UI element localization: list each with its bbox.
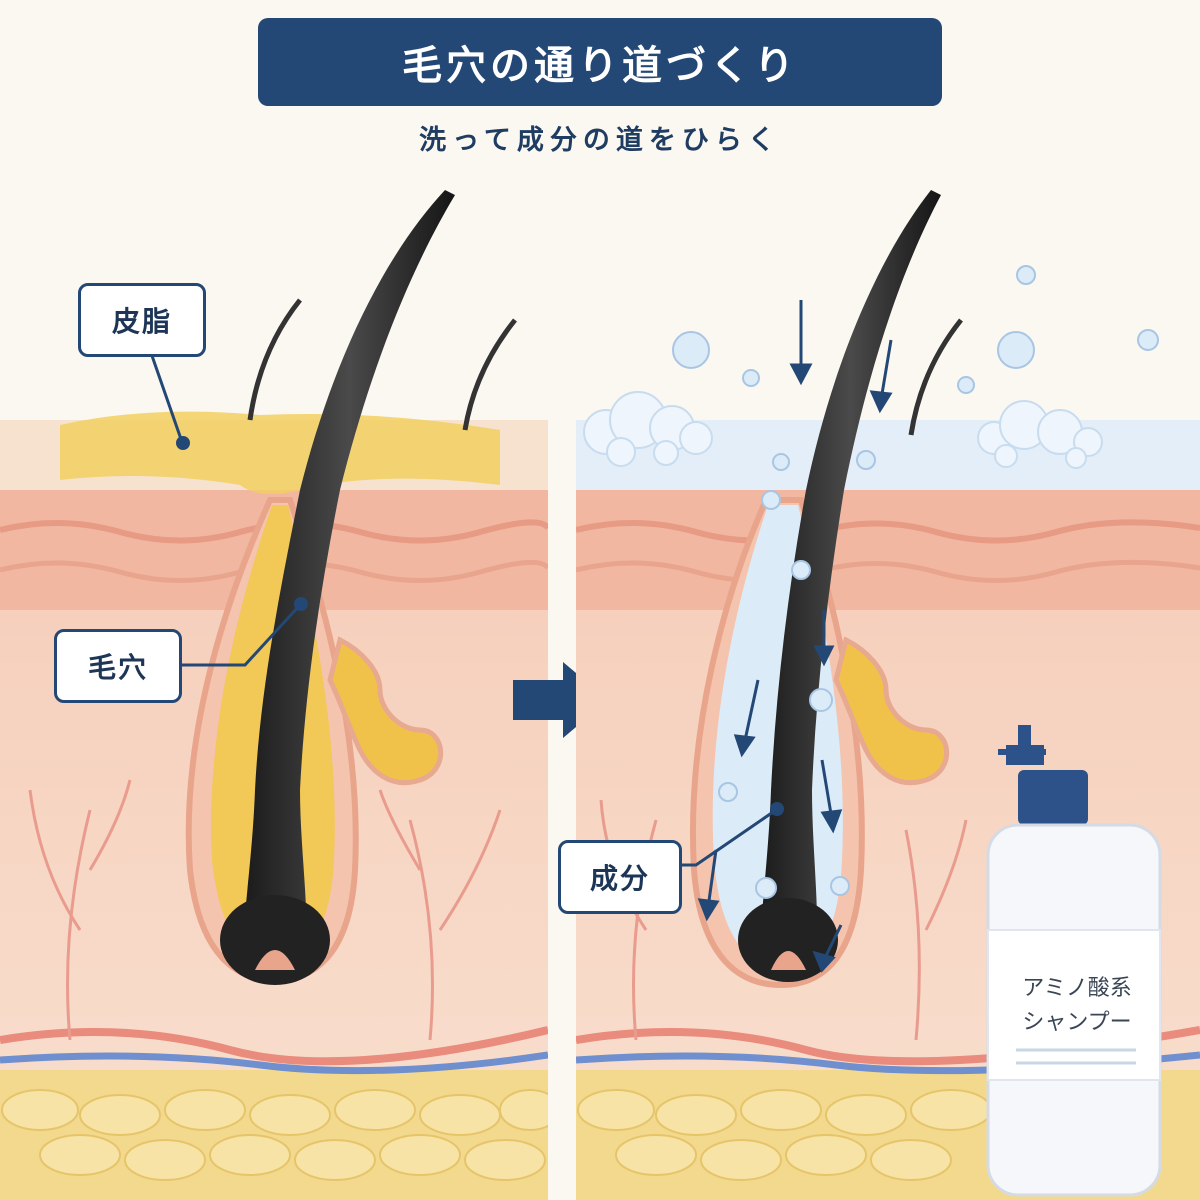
small-hair [247,298,302,421]
foam-right [977,400,1103,469]
page-subtitle: 洗って成分の道をひらく [419,125,781,156]
shampoo-label-line2: シャンプー [1022,1010,1132,1035]
shampoo-label-line1: アミノ酸系 [1022,976,1132,1001]
sebum-leader-line [148,349,184,443]
shampoo-bottle-label: アミノ酸系 シャンプー [1002,972,1152,1040]
after-skin-illustration [576,190,1200,1200]
bubbles [672,265,1159,899]
ingredient-callout: 成分 [558,840,682,914]
before-panel [0,170,548,1200]
ingredient-leader-line [676,808,777,867]
epidermis-layer [576,490,1200,610]
pore-callout: 毛穴 [54,629,182,703]
pore-leader-line [178,603,302,667]
sebaceous-gland [833,636,950,786]
flow-arrows [697,300,893,973]
sebum-callout: 皮脂 [78,283,206,357]
ingredient-label: 成分 [589,862,650,895]
foam-left [583,391,713,467]
sebum-label: 皮脂 [111,305,172,338]
small-hair [462,318,517,431]
title-banner: 毛穴の通り道づくり [258,18,942,106]
sebum-on-surface [60,411,500,494]
before-skin-illustration [0,190,548,1200]
shampoo-bottle [986,725,1162,1197]
small-hair [908,318,963,436]
vein [0,1051,548,1075]
hair-bulb [220,895,330,985]
sebaceous-gland [327,636,444,786]
hair-shaft [760,190,941,968]
hair-bulb [738,898,838,982]
pore-label: 毛穴 [87,651,148,684]
hair-shaft [243,190,455,968]
artery [0,1026,548,1066]
page-title: 毛穴の通り道づくり [402,43,798,89]
after-panel [576,170,1200,1200]
